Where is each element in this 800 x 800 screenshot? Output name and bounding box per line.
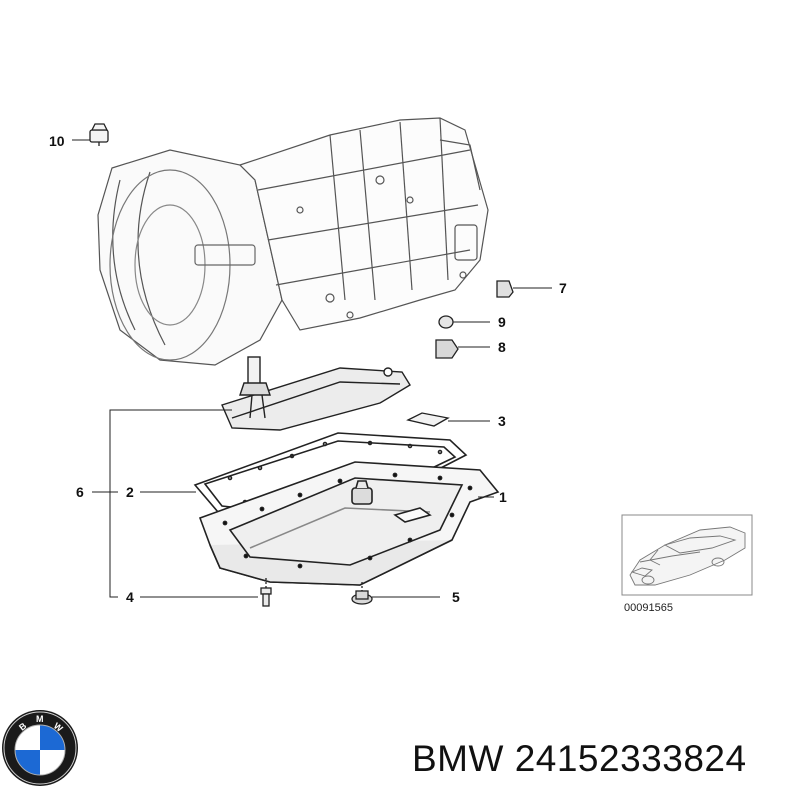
callout-10: 10 [49,133,65,149]
bracket-lines [92,409,440,598]
part-9-seal [438,315,454,329]
callout-1: 1 [499,489,507,505]
callout-7: 7 [559,280,567,296]
part-5-drain-plug [351,582,373,605]
callout-8: 8 [498,339,506,355]
vehicle-thumbnail [621,514,753,596]
svg-text:M: M [36,714,44,724]
part-1-oil-pan [198,461,500,586]
callout-6: 6 [76,484,84,500]
bmw-logo: B M W [2,710,78,786]
oil-filter [221,356,411,431]
part-3-gasket [406,412,450,427]
transmission-housing [97,117,489,366]
part-4-bolt [260,578,272,607]
part-8-plug [435,339,459,359]
part-7-plug [496,280,514,298]
callout-5: 5 [452,589,460,605]
callout-3: 3 [498,413,506,429]
callout-2: 2 [126,484,134,500]
callout-9: 9 [498,314,506,330]
svg-text:B: B [17,720,29,732]
part-10-plug [89,123,109,146]
part-number-caption: BMW 24152333824 [412,738,747,779]
diagram-reference-code: 00091565 [624,602,673,614]
callout-4: 4 [126,589,134,605]
